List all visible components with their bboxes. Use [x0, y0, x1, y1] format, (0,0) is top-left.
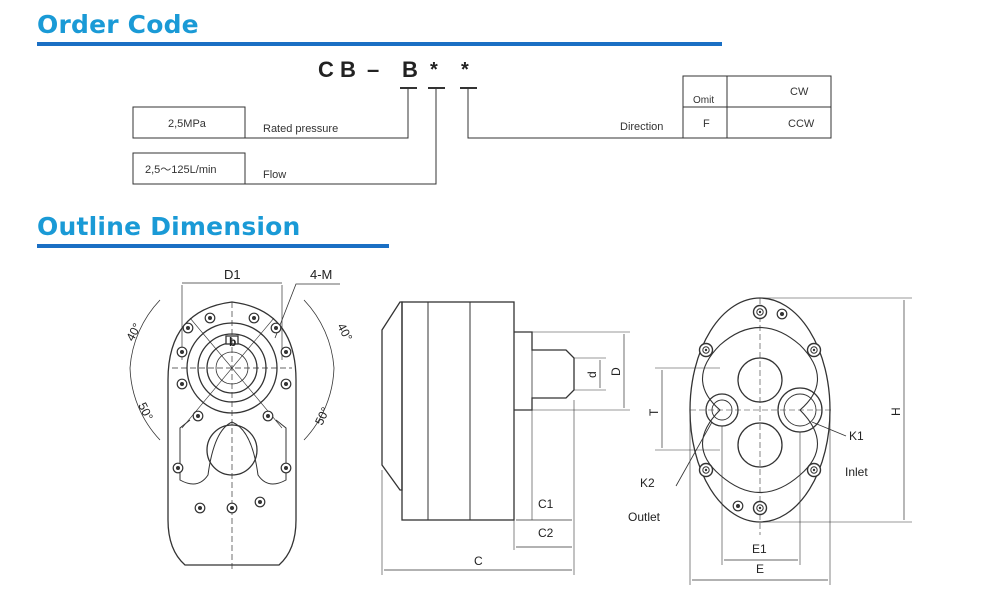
order-code-diagram: C B – B * * 2,5MPa Rated pressure 2,5～12… [132, 57, 832, 185]
pressure-value: 2,5MPa [168, 118, 207, 130]
label-d-small: d [585, 371, 599, 378]
flow-label: Flow [263, 169, 286, 181]
label-angle-50-left: 50° [135, 400, 156, 423]
label-4m: 4-M [310, 267, 332, 282]
code-prefix: C B [318, 57, 356, 82]
code-series: B [402, 57, 418, 82]
code-star-1: * [430, 59, 438, 81]
label-inlet: Inlet [845, 465, 868, 479]
code-star-2: * [461, 59, 469, 81]
label-c: C [474, 554, 483, 568]
side-view [381, 301, 630, 575]
direction-label: Direction [620, 121, 663, 133]
label-e1: E1 [752, 542, 767, 556]
label-c1: C1 [538, 497, 554, 511]
label-angle-50-right: 50° [312, 405, 333, 428]
outline-dimension-rule [37, 244, 389, 248]
label-c2: C2 [538, 526, 554, 540]
label-d1: D1 [224, 267, 241, 282]
code-dash: – [367, 57, 379, 82]
flow-value: 2,5～125L/min [145, 164, 217, 176]
label-angle-40-right: 40° [334, 321, 355, 344]
outline-drawings: D1 4-M b 40° 40° 50° 50° d D C1 C2 C [123, 267, 912, 585]
label-outlet: Outlet [628, 510, 661, 524]
rear-view [655, 297, 912, 585]
order-code-rule [37, 42, 722, 46]
label-b: b [229, 335, 236, 349]
front-view [129, 282, 340, 570]
direction-value-cw: CW [790, 86, 809, 98]
label-k1: K1 [849, 429, 864, 443]
direction-value-ccw: CCW [788, 118, 815, 130]
label-e: E [756, 562, 764, 576]
pressure-label: Rated pressure [263, 123, 338, 135]
outline-dimension-title: Outline Dimension [37, 212, 301, 241]
label-k2: K2 [640, 476, 655, 490]
label-t: T [647, 408, 661, 416]
direction-key-f: F [703, 118, 710, 130]
direction-key-omit: Omit [693, 95, 714, 106]
label-h: H [889, 407, 903, 416]
label-d-large: D [609, 367, 623, 376]
label-angle-40-left: 40° [123, 321, 144, 344]
order-code-title: Order Code [37, 10, 199, 39]
